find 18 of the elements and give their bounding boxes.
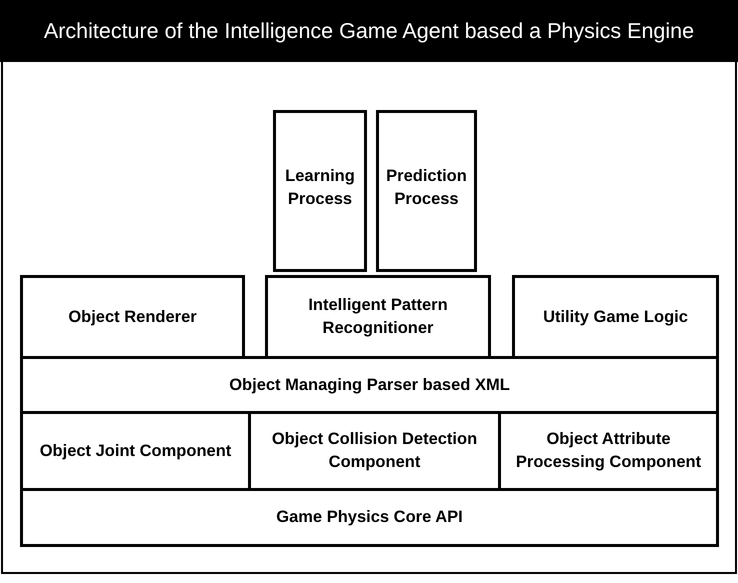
box-label: Object Renderer: [68, 306, 197, 328]
layer-box: [265, 275, 491, 359]
layer-box: [20, 488, 719, 547]
title: Architecture of the Intelligence Game Agent based a Physics Engine: [44, 18, 694, 44]
box-label: Intelligent Pattern Recognitioner: [307, 295, 449, 339]
box-label: Object Managing Parser based XML: [229, 374, 510, 396]
box-label: Prediction Process: [385, 166, 468, 210]
layer-box: [20, 356, 719, 414]
box-label: Learning Process: [284, 166, 356, 210]
layer-box: [376, 110, 477, 272]
layer-box: [273, 110, 367, 272]
box-label: Game Physics Core API: [276, 507, 463, 528]
box-label: Object Joint Component: [40, 440, 232, 462]
box-label: Object Attribute Processing Component: [514, 429, 702, 473]
box-label: Utility Game Logic: [543, 306, 688, 328]
layer-box: [512, 275, 719, 359]
layer-box: [20, 275, 245, 359]
box-label: Object Collision Detection Component: [270, 429, 478, 473]
